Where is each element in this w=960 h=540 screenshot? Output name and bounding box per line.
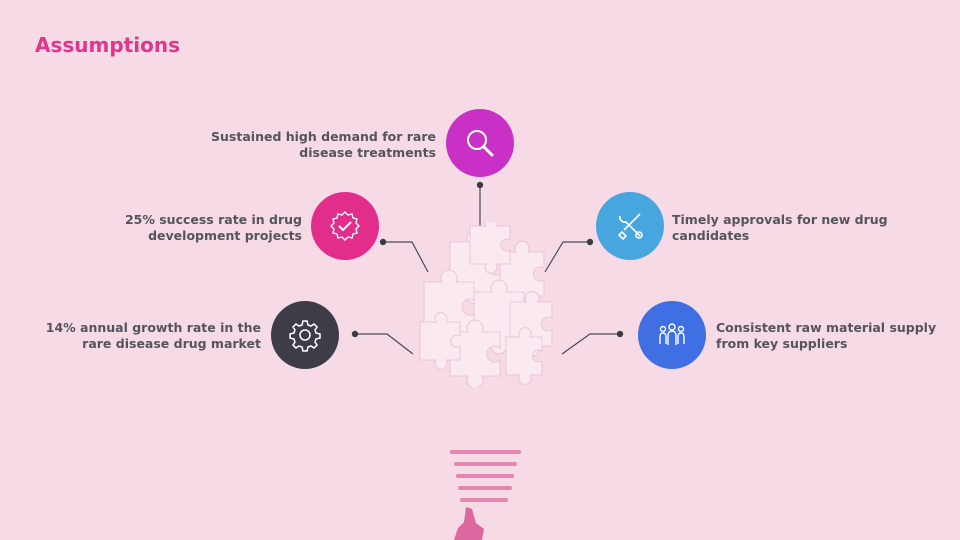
pen-hand-image <box>454 507 484 540</box>
tools-icon-circle <box>596 192 664 260</box>
stripes-graphic <box>450 450 521 540</box>
tools-icon <box>617 213 643 241</box>
page-title: Assumptions <box>35 33 180 57</box>
assumption-label-success-rate: 25% success rate in drug development pro… <box>124 212 302 243</box>
people-icon-circle <box>638 301 706 369</box>
puzzle-pieces-image <box>419 222 553 387</box>
assumption-label-supply: Consistent raw material supply from key … <box>716 320 937 351</box>
people-icon <box>659 323 685 345</box>
badge-check-icon-circle <box>311 192 379 260</box>
gear-icon-circle <box>271 301 339 369</box>
badge-check-icon <box>330 211 360 241</box>
assumption-label-growth-rate: 14% annual growth rate in the rare disea… <box>45 320 261 351</box>
gear-icon <box>289 320 321 352</box>
magnifier-icon <box>467 130 494 157</box>
magnifier-icon-circle <box>446 109 514 177</box>
assumption-label-approvals: Timely approvals for new drug candidates <box>672 212 888 243</box>
assumption-label-demand: Sustained high demand for rare disease t… <box>211 129 436 160</box>
